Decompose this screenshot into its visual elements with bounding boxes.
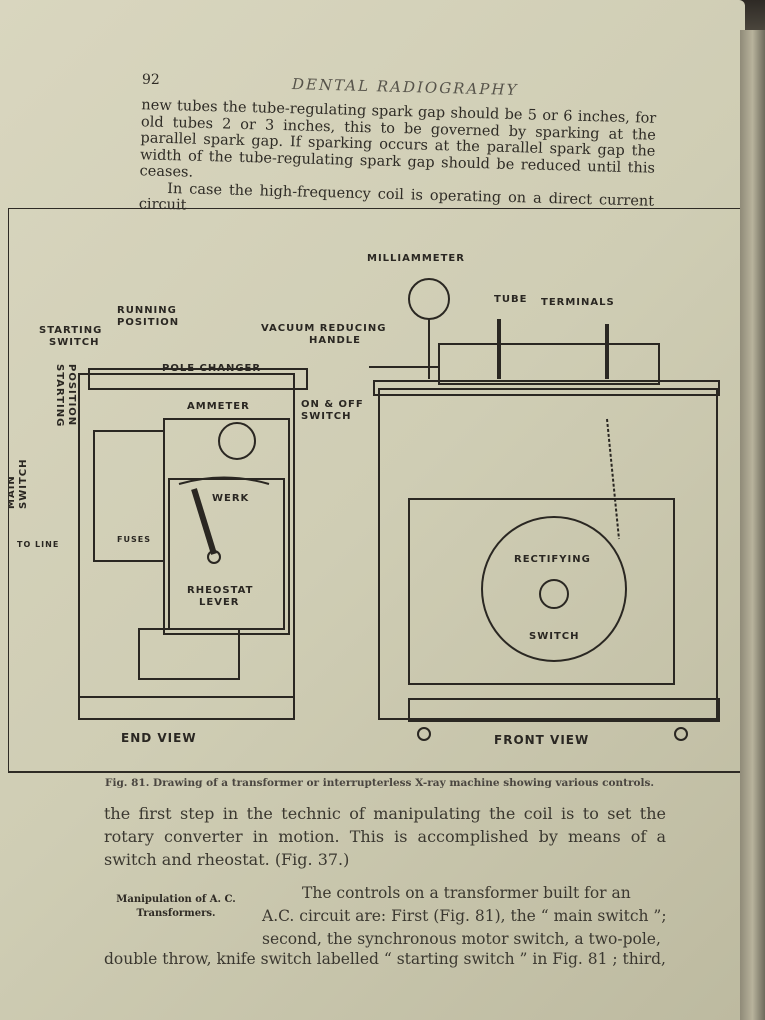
- label-switch: SWITCH: [49, 337, 99, 348]
- machine-drawing: MILLIAMMETER TUBE TERMINALS RUNNING POSI…: [6, 253, 720, 747]
- side-heading: Manipulation of A. C. Transformers.: [96, 893, 256, 921]
- front-view-cabinet: [378, 388, 718, 720]
- label-rheostat: RHEOSTAT: [187, 585, 253, 596]
- cabinet-door: [138, 628, 240, 680]
- paragraph: The controls on a transformer built for …: [262, 884, 667, 948]
- label-front-view: FRONT VIEW: [494, 733, 589, 747]
- paragraph-bottom: the first step in the technic of manipul…: [104, 802, 666, 871]
- running-head: DENTAL RADIOGRAPHY: [291, 75, 519, 99]
- label-switch-rect: SWITCH: [529, 631, 579, 642]
- label-ammeter: AMMETER: [187, 401, 250, 412]
- label-position-vertical: POSITION: [66, 364, 77, 426]
- label-on-off: ON & OFF: [301, 399, 364, 410]
- label-position: POSITION: [117, 317, 179, 328]
- figure-81: MILLIAMMETER TUBE TERMINALS RUNNING POSI…: [6, 208, 750, 773]
- paragraph-controls-last-line: double throw, knife switch labelled “ st…: [104, 950, 666, 968]
- figure-caption: Fig. 81. Drawing of a transformer or int…: [105, 777, 655, 789]
- label-rectifying: RECTIFYING: [514, 554, 591, 565]
- page-number: 92: [142, 72, 160, 88]
- label-fuses: FUSES: [117, 535, 151, 544]
- label-lever: LEVER: [199, 597, 239, 608]
- label-end-view: END VIEW: [121, 731, 197, 745]
- paragraph: new tubes the tube-regulating spark gap …: [139, 97, 657, 181]
- milliammeter-dial: [408, 278, 450, 320]
- paragraph: the first step in the technic of manipul…: [104, 804, 666, 869]
- label-starting-vertical: STARTING: [54, 364, 65, 427]
- control-panel: [163, 418, 290, 635]
- label-werk: WERK: [212, 493, 250, 504]
- end-view-top: [88, 368, 308, 390]
- label-main: MAIN: [9, 475, 17, 509]
- paragraph-controls: The controls on a transformer built for …: [262, 882, 667, 951]
- label-to-line: TO LINE: [17, 540, 59, 549]
- label-main-switch: SWITCH: [18, 459, 29, 509]
- label-vacuum-reducing: VACUUM REDUCING: [261, 323, 386, 334]
- label-running: RUNNING: [117, 305, 177, 316]
- label-handle: HANDLE: [309, 335, 361, 346]
- label-tube: TUBE: [494, 294, 527, 305]
- side-heading-line: Manipulation of A. C.: [116, 894, 236, 905]
- label-terminals: TERMINALS: [541, 297, 615, 308]
- side-heading-line: Transformers.: [136, 908, 216, 919]
- label-milliammeter: MILLIAMMETER: [367, 253, 465, 264]
- rectifying-disc: [481, 516, 627, 662]
- paragraph-top: new tubes the tube-regulating spark gap …: [139, 97, 657, 226]
- label-on-off-switch: SWITCH: [301, 411, 351, 422]
- ammeter-dial: [218, 422, 256, 460]
- label-pole-changer: POLE CHANGER: [162, 363, 261, 374]
- label-starting: STARTING: [39, 325, 102, 336]
- book-spine-edge: [740, 30, 765, 1020]
- end-view-cabinet: [78, 373, 295, 720]
